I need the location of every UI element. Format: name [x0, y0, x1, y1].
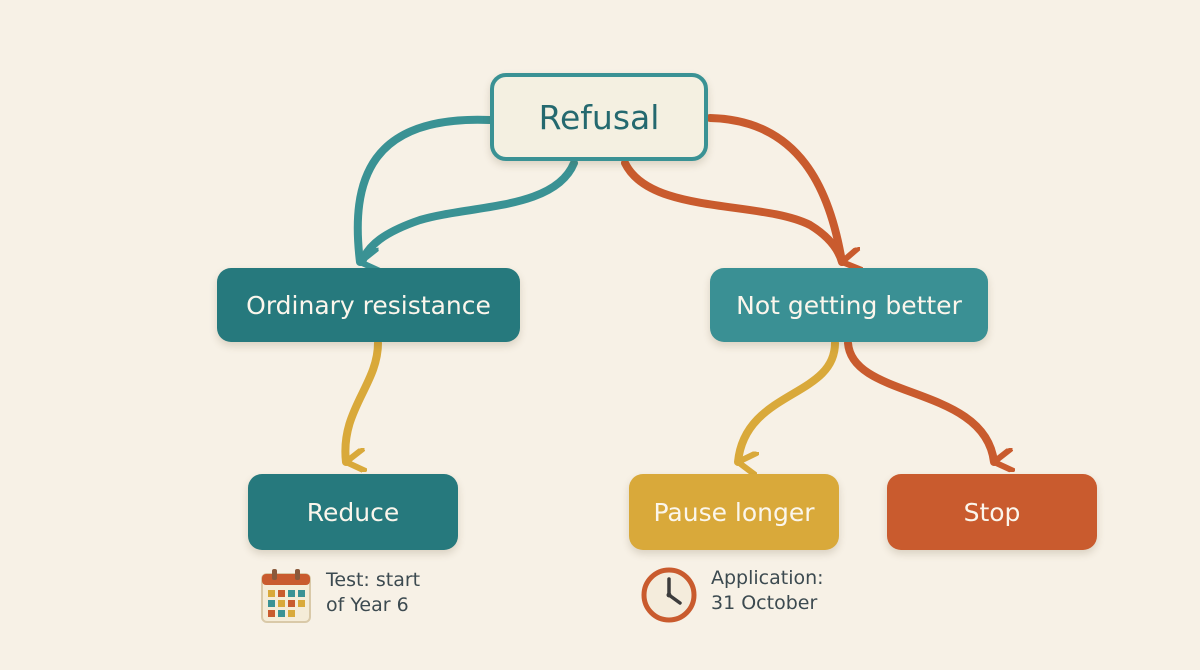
node-stop-label: Stop — [963, 497, 1021, 527]
arrow-refusal-to-ordinary-right — [358, 159, 578, 266]
arrow-refusal-to-notbetter-right — [706, 114, 842, 262]
clock-icon — [641, 567, 697, 623]
node-refusal: Refusal — [490, 73, 708, 161]
node-not-getting-better: Not getting better — [710, 268, 988, 342]
annotation-test-line2: of Year 6 — [326, 594, 409, 616]
arrow-refusal-to-ordinary-left — [353, 115, 494, 262]
node-refusal-label: Refusal — [538, 97, 660, 137]
arrow-notbetter-to-stop — [844, 339, 994, 462]
node-pause-longer: Pause longer — [629, 474, 839, 550]
arrow-refusal-to-notbetter-left — [621, 159, 846, 266]
node-reduce: Reduce — [248, 474, 458, 550]
annotation-application-line2: 31 October — [711, 592, 818, 614]
node-stop: Stop — [887, 474, 1097, 550]
node-reduce-label: Reduce — [306, 497, 400, 527]
annotation-test-line1: Test: start — [326, 569, 421, 591]
node-pause-longer-label: Pause longer — [653, 497, 815, 527]
node-ordinary-resistance-label: Ordinary resistance — [246, 290, 491, 320]
annotation-application: Application: 31 October — [641, 566, 824, 624]
annotation-application-line1: Application: — [711, 567, 824, 589]
calendar-icon — [261, 569, 311, 623]
arrow-notbetter-to-pause — [734, 339, 839, 462]
annotation-test: Test: start of Year 6 — [260, 568, 420, 624]
node-not-getting-better-label: Not getting better — [736, 290, 962, 320]
arrow-ordinary-to-reduce — [341, 339, 382, 462]
node-ordinary-resistance: Ordinary resistance — [217, 268, 520, 342]
